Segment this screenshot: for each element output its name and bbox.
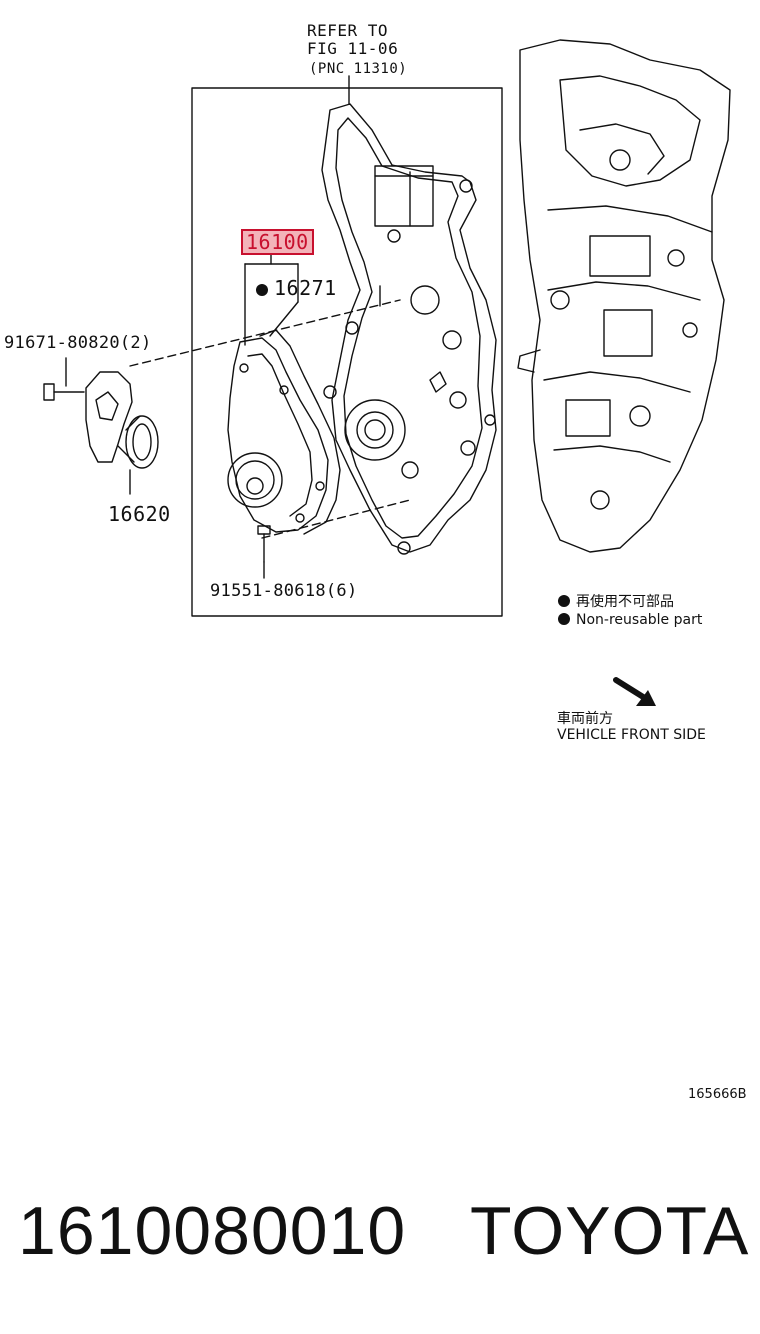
part-91551-callout[interactable]: 91551-80618(6) [210, 581, 358, 601]
legend-en-text: Non-reusable part [576, 612, 703, 628]
footer-brand: TOYOTA [470, 1193, 750, 1269]
front-side-jp-label: 車両前方 [557, 711, 613, 727]
part-16100-callout[interactable]: 16100 [241, 229, 314, 255]
parts-diagram-illustration [43, 39, 731, 706]
part-16620-callout[interactable]: 16620 [108, 502, 171, 526]
footer-part-number: 1610080010 [18, 1193, 407, 1269]
non-reusable-dot-icon [256, 284, 268, 296]
illustration-id: 165666B [688, 1087, 747, 1102]
legend-dot-icon [558, 613, 570, 625]
legend-jp-row: 再使用不可部品 [558, 591, 674, 611]
front-direction-arrow-icon [636, 690, 656, 706]
legend-en-row: Non-reusable part [558, 612, 702, 628]
refer-to-label: REFER TO [307, 21, 389, 40]
legend-jp-text: 再使用不可部品 [576, 594, 674, 610]
part-16271-number: 16271 [274, 276, 337, 300]
detail-frame-box [191, 87, 503, 617]
part-91671-callout[interactable]: 91671-80820(2) [4, 333, 152, 353]
refer-fig-label: FIG 11-06 [307, 39, 399, 58]
refer-pnc-label: (PNC 11310) [309, 61, 408, 77]
part-16271-callout[interactable]: 16271 [256, 276, 337, 300]
legend-dot-icon [558, 595, 570, 607]
front-side-en-label: VEHICLE FRONT SIDE [557, 727, 706, 743]
